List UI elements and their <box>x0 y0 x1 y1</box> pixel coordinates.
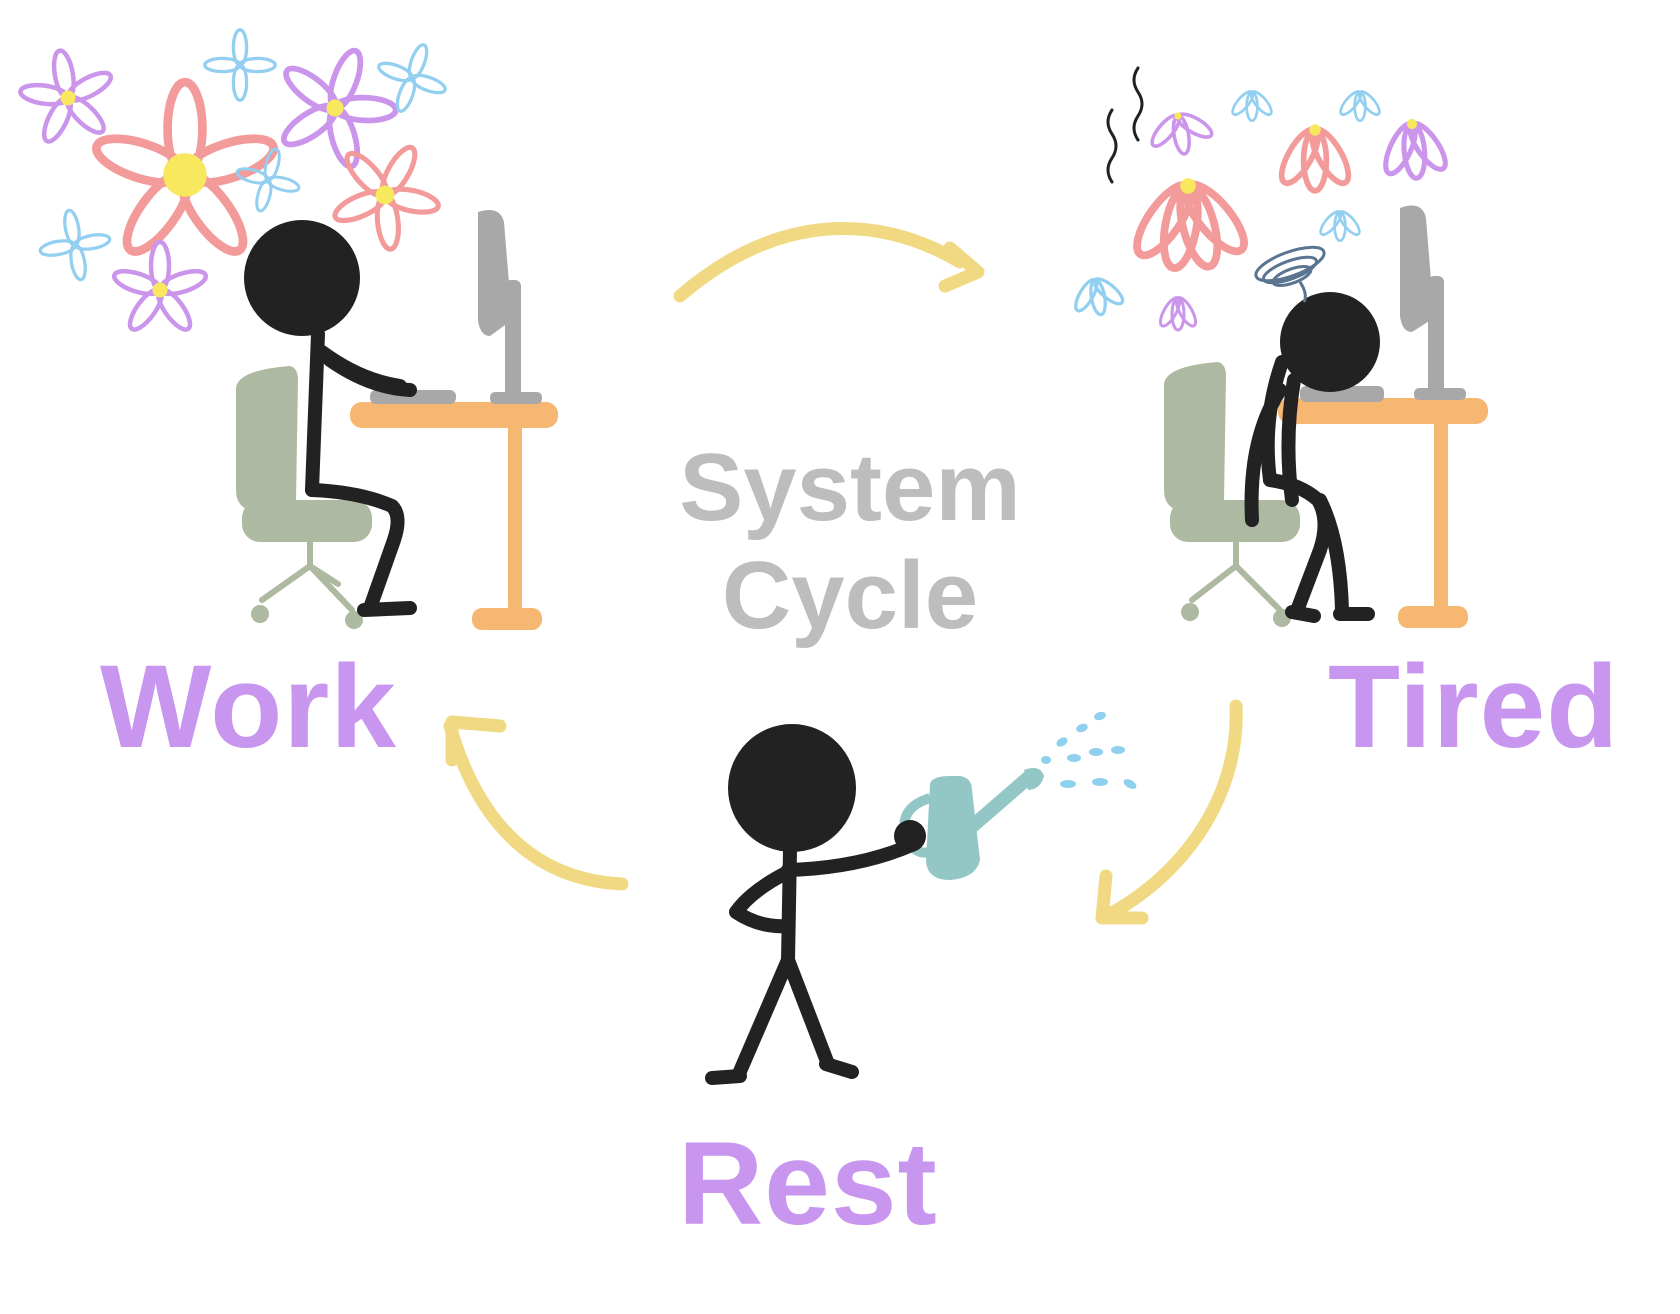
diagram-title-line-1: System <box>679 434 1021 541</box>
stick-figure-slumped-icon <box>1244 292 1380 623</box>
stage-label-work: Work <box>100 641 397 773</box>
work-scene <box>19 28 558 630</box>
rest-scene <box>705 711 1137 1085</box>
watering-can-icon <box>899 768 1044 880</box>
arrow-tired-to-rest-icon <box>1095 699 1243 925</box>
flower-icon <box>112 242 209 334</box>
computer-monitor-icon <box>1400 205 1466 400</box>
flower-icon <box>331 143 440 250</box>
dizzy-spiral-icon <box>1254 245 1326 303</box>
stage-label-tired: Tired <box>1328 641 1620 773</box>
office-chair-icon <box>236 366 372 629</box>
flower-icon <box>234 146 302 214</box>
flower-icon <box>37 207 113 283</box>
flower-icon <box>278 47 396 170</box>
computer-monitor-icon <box>478 209 542 404</box>
wilted-flower-icon <box>1336 87 1384 123</box>
desk-icon <box>350 402 558 630</box>
wilted-flower-icon <box>1146 107 1217 157</box>
stink-lines-icon <box>1106 66 1144 184</box>
stage-label-rest: Rest <box>678 1118 938 1250</box>
wilted-flower-icon <box>1155 293 1201 332</box>
wilted-flower-icon <box>1275 124 1356 191</box>
wilted-flower-icon <box>1380 118 1452 179</box>
arrow-rest-to-work-icon <box>443 715 629 891</box>
arrow-work-to-tired-icon <box>673 222 985 303</box>
flower-icon <box>19 49 114 145</box>
wilted-flower-icon <box>1316 207 1364 243</box>
wilted-flower-icon <box>1127 176 1253 271</box>
wilted-flower-icon <box>1070 273 1128 318</box>
flower-icon <box>203 28 277 102</box>
water-droplet-icon <box>1041 711 1137 789</box>
stick-figure-typing-icon <box>244 220 417 617</box>
diagram-title-line-2: Cycle <box>721 542 979 649</box>
office-chair-icon <box>1164 362 1300 627</box>
desk-icon <box>1278 398 1488 628</box>
stick-figure-standing-icon <box>705 724 926 1085</box>
wilted-flower-icon <box>1228 87 1276 123</box>
tired-scene <box>1070 66 1488 628</box>
flower-icon <box>91 82 278 260</box>
